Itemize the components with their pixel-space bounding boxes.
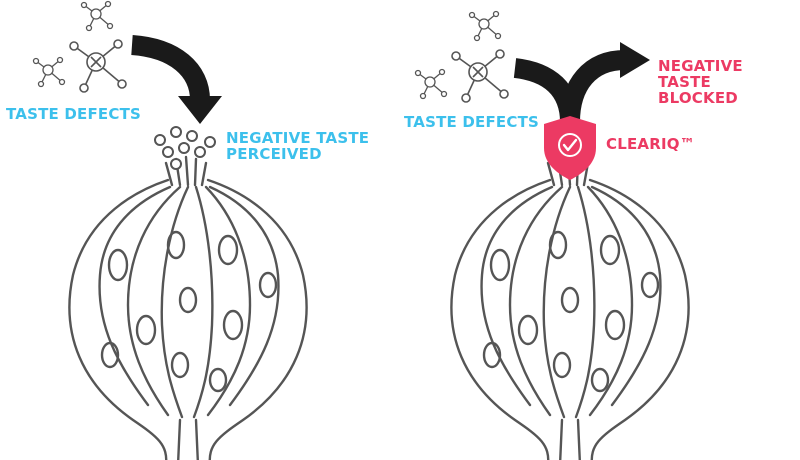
taste-bud-icon-left: [68, 155, 308, 460]
molecule-icon: [32, 0, 127, 93]
molecule-icon: [414, 10, 509, 103]
result-label-line1: NEGATIVE TASTE: [226, 129, 370, 147]
negative-taste-perceived-label: NEGATIVE TASTE PERCEIVED: [226, 130, 369, 162]
taste-bud-icon-right: [450, 155, 690, 460]
taste-defects-label-right: TASTE DEFECTS: [404, 113, 540, 131]
cleariq-brand-label: CLEARIQ™: [606, 135, 695, 153]
result-label-line1: NEGATIVE TASTE: [658, 57, 743, 91]
negative-taste-blocked-label: NEGATIVE TASTE BLOCKED: [658, 58, 800, 106]
fork-arrow-icon: [513, 50, 626, 123]
receptor-particles: [154, 126, 216, 170]
result-label-line2: PERCEIVED: [226, 145, 322, 163]
curved-arrow-icon: [130, 35, 222, 124]
result-label-line2: BLOCKED: [658, 89, 738, 107]
shield-check-icon: [544, 116, 596, 180]
fork-arrow-head: [620, 42, 650, 78]
taste-defects-label-left: TASTE DEFECTS: [6, 105, 142, 123]
